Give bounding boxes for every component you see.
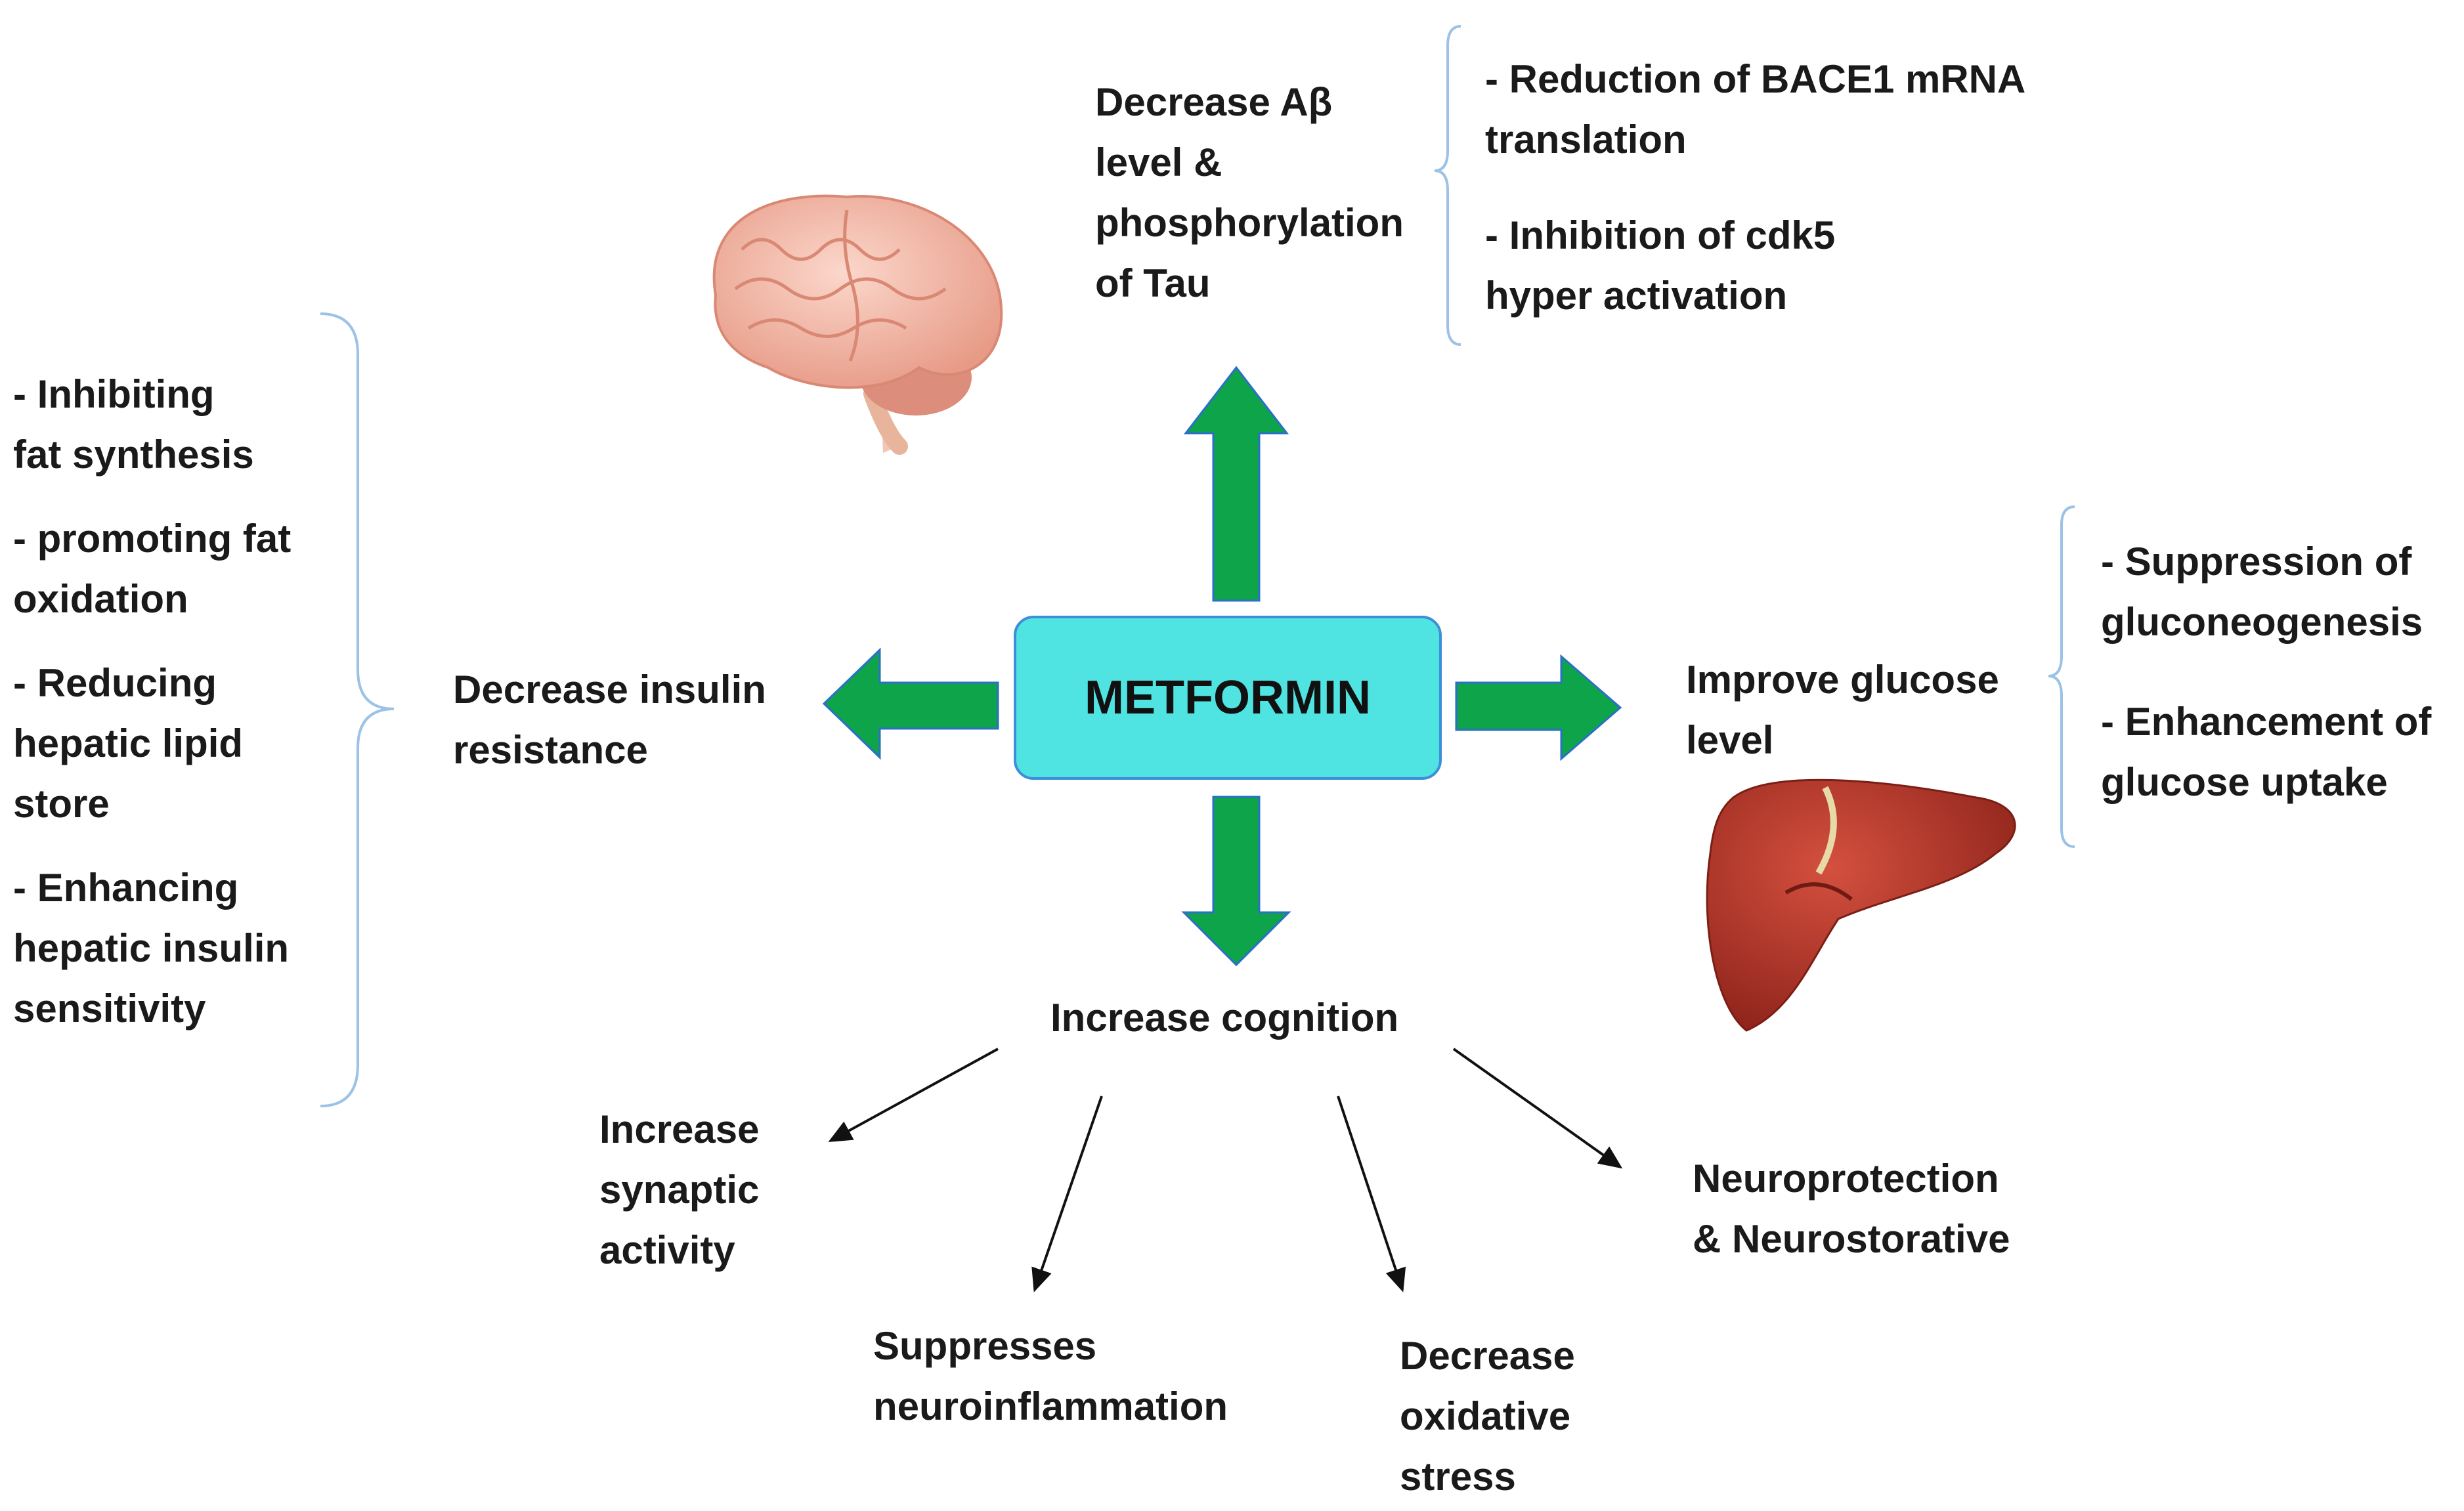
- outcome-oxidative: Decrease oxidative stress: [1400, 1334, 1575, 1499]
- outcome-neuroprotection: Neuroprotection & Neurostorative: [1693, 1157, 2010, 1261]
- arrow-to-neuroinflammation: [1031, 1096, 1103, 1292]
- left-mechanisms: - Inhibiting fat synthesis - promoting f…: [13, 364, 291, 1039]
- mechanism-item: - promoting fat oxidation: [13, 517, 292, 621]
- metformin-box: METFORMIN: [1014, 616, 1442, 780]
- bracket-top: [1434, 25, 1461, 346]
- bottom-effect-text: Increase cognition: [1050, 996, 1399, 1040]
- right-effect-text: Improve glucose level: [1686, 658, 1999, 762]
- top-mechanisms: - Reduction of BACE1 mRNA translation - …: [1485, 49, 2025, 326]
- outcome-neuroinflammation: Suppresses neuroinflammation: [873, 1324, 1228, 1428]
- mechanism-item: - Reduction of BACE1 mRNA translation: [1485, 57, 2026, 161]
- brain-illustration: [712, 194, 1003, 455]
- mechanism-item: - Reducing hepatic lipid store: [13, 661, 244, 826]
- arrow-left: [822, 647, 999, 760]
- arrow-to-oxidative: [1337, 1096, 1406, 1292]
- liver-illustration: [1706, 778, 2016, 1032]
- arrow-down: [1181, 796, 1291, 967]
- outcome-synaptic: Increase synaptic activity: [599, 1107, 760, 1272]
- top-effect-text: Decrease Aβ level & phosphorylation of T…: [1095, 80, 1404, 305]
- mechanism-item: - Inhibition of cdk5 hyper activation: [1485, 213, 1836, 318]
- arrow-up: [1183, 366, 1289, 602]
- left-effect-text: Decrease insulin resistance: [453, 668, 766, 772]
- metformin-label: METFORMIN: [1085, 671, 1371, 724]
- right-mechanisms: - Suppression of gluconeogenesis - Enhan…: [2101, 532, 2431, 813]
- mechanism-item: - Enhancement of glucose uptake: [2101, 700, 2432, 804]
- mechanism-item: - Enhancing hepatic insulin sensitivity: [13, 866, 290, 1031]
- mechanism-item: - Suppression of gluconeogenesis: [2101, 540, 2423, 644]
- arrow-to-neuroprotection: [1452, 1048, 1623, 1169]
- bracket-left: [320, 312, 395, 1107]
- mechanism-item: - Inhibiting fat synthesis: [13, 372, 254, 477]
- arrow-to-synaptic: [828, 1048, 999, 1142]
- arrow-right: [1455, 654, 1622, 761]
- bracket-right: [2048, 505, 2075, 848]
